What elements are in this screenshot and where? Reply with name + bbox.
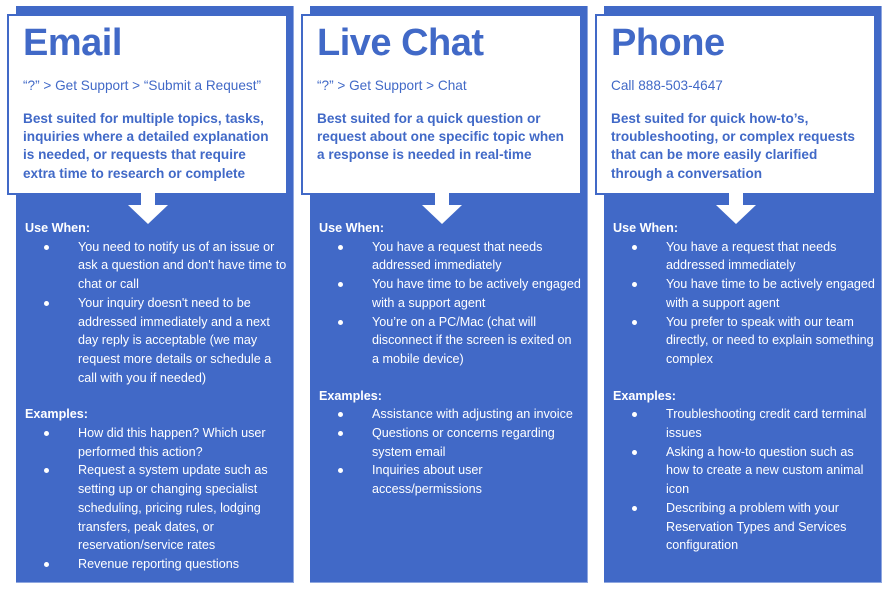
list-item: How did this happen? Which user performe… [25, 424, 287, 461]
navigation-path: “?” > Get Support > Chat [317, 78, 467, 93]
list-item: Request a system update such as setting … [25, 461, 287, 555]
card-body: Use When: You need to notify us of an is… [25, 219, 287, 574]
email-card: Email “?” > Get Support > “Submit a Requ… [7, 0, 297, 591]
bullet-icon [632, 282, 637, 288]
phone-card: Phone Call 888-503-4647 Best suited for … [595, 0, 885, 591]
list-item: Troubleshooting credit card terminal iss… [613, 405, 875, 442]
list-item: You have time to be actively engaged wit… [319, 275, 581, 312]
arrow-down-icon [422, 193, 462, 224]
use-when-label: Use When: [613, 221, 679, 235]
use-when-label: Use When: [319, 221, 385, 235]
bullet-icon [44, 431, 49, 437]
list-item: Describing a problem with your Reservati… [613, 499, 875, 555]
bullet-icon [338, 431, 343, 437]
bullet-icon [632, 412, 637, 418]
arrow-down-icon [128, 193, 168, 224]
card-title: Live Chat [317, 22, 484, 64]
card-title: Email [23, 22, 122, 64]
examples-label: Examples: [613, 388, 676, 403]
bullet-icon [632, 449, 637, 455]
list-item: Assistance with adjusting an invoice [319, 405, 581, 424]
list-item: Revenue reporting questions [25, 555, 287, 574]
examples-list: How did this happen? Which user performe… [25, 424, 287, 574]
list-item: You have a request that needs addressed … [613, 238, 875, 275]
examples-list: Troubleshooting credit card terminal iss… [613, 405, 875, 555]
bullet-icon [338, 282, 343, 288]
list-item: You’re on a PC/Mac (chat will disconnect… [319, 313, 581, 369]
card-body: Use When: You have a request that needs … [319, 219, 581, 499]
use-when-list: You have a request that needs addressed … [319, 238, 581, 369]
card-description: Best suited for a quick question or requ… [317, 111, 564, 163]
card-title: Phone [611, 22, 725, 64]
use-when-label: Use When: [25, 221, 91, 235]
live-chat-card: Live Chat “?” > Get Support > Chat Best … [301, 0, 591, 591]
bullet-icon [44, 244, 49, 250]
bullet-icon [44, 561, 49, 567]
arrow-down-icon [716, 193, 756, 224]
bullet-icon [338, 412, 343, 418]
use-when-list: You have a request that needs addressed … [613, 238, 875, 369]
bullet-icon [44, 300, 49, 306]
card-header: Live Chat “?” > Get Support > Chat Best … [301, 14, 582, 195]
list-item: Your inquiry doesn't need to be addresse… [25, 294, 287, 388]
card-description: Best suited for quick how-to’s, troubles… [611, 111, 855, 181]
bullet-icon [338, 319, 343, 325]
use-when-list: You need to notify us of an issue or ask… [25, 238, 287, 388]
bullet-icon [44, 468, 49, 474]
list-item: You prefer to speak with our team direct… [613, 313, 875, 369]
card-header: Email “?” > Get Support > “Submit a Requ… [7, 14, 288, 195]
list-item: You have a request that needs addressed … [319, 238, 581, 275]
bullet-icon [632, 319, 637, 325]
examples-label: Examples: [25, 407, 88, 422]
phone-number: Call 888-503-4647 [611, 78, 723, 93]
examples-label: Examples: [319, 388, 382, 403]
list-item: You need to notify us of an issue or ask… [25, 238, 287, 294]
card-body: Use When: You have a request that needs … [613, 219, 875, 555]
card-description: Best suited for multiple topics, tasks, … [23, 111, 269, 181]
examples-list: Assistance with adjusting an invoice Que… [319, 405, 581, 499]
list-item: Inquiries about user access/permissions [319, 461, 581, 498]
list-item: Questions or concerns regarding system e… [319, 424, 581, 461]
bullet-icon [338, 244, 343, 250]
bullet-icon [338, 468, 343, 474]
bullet-icon [632, 244, 637, 250]
card-header: Phone Call 888-503-4647 Best suited for … [595, 14, 876, 195]
list-item: Asking a how-to question such as how to … [613, 443, 875, 499]
navigation-path: “?” > Get Support > “Submit a Request” [23, 78, 262, 93]
list-item: You have time to be actively engaged wit… [613, 275, 875, 312]
bullet-icon [632, 505, 637, 511]
